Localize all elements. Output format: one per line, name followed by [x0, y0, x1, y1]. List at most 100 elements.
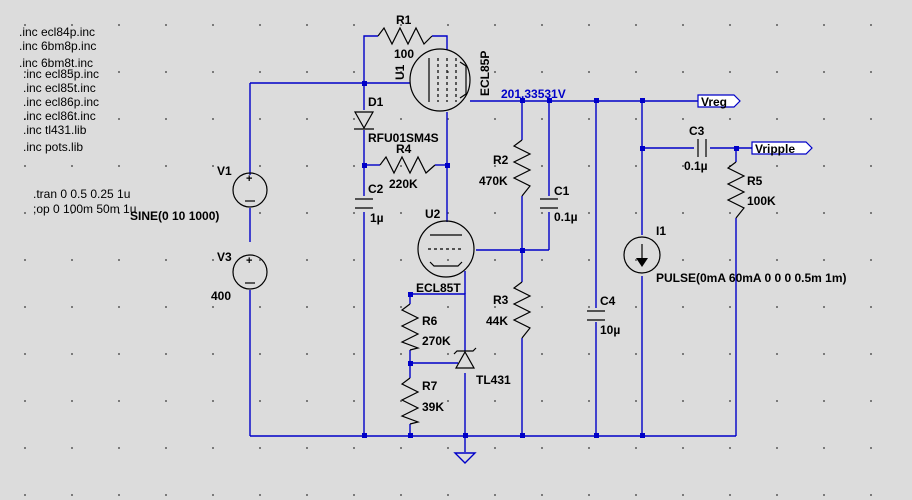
grid-dot	[823, 306, 825, 308]
grid-dot	[447, 259, 449, 261]
r5-name: R5	[747, 174, 763, 188]
grid-dot	[447, 447, 449, 449]
grid-dot	[588, 447, 590, 449]
grid-dot	[353, 353, 355, 355]
capacitor-c2[interactable]: C2 1µ	[355, 182, 384, 225]
c1-value: 0.1µ	[554, 210, 578, 224]
grid-dot	[118, 353, 120, 355]
grid-dot	[24, 400, 26, 402]
tube-u1[interactable]: U1 ECL85P	[393, 48, 492, 112]
grid-dot	[682, 400, 684, 402]
grid-dot	[165, 118, 167, 120]
r3-name: R3	[493, 293, 509, 307]
grid-dot	[71, 400, 73, 402]
grid-dot	[870, 118, 872, 120]
c3-name: C3	[689, 124, 705, 138]
source-v1[interactable]: + V1 SINE(0 10 1000)	[130, 164, 268, 223]
tube-u2[interactable]: U2 ECL85T	[416, 207, 475, 295]
grid-dot	[635, 24, 637, 26]
grid-dot	[870, 71, 872, 73]
grid-dot	[776, 447, 778, 449]
grid-dot	[870, 400, 872, 402]
grid-dot	[212, 24, 214, 26]
grid-dot	[353, 24, 355, 26]
grid-dot	[118, 306, 120, 308]
resistor-r2[interactable]: R2 470K	[479, 139, 532, 197]
grid-dot	[306, 353, 308, 355]
grid-dot	[635, 447, 637, 449]
c4-name: C4	[600, 294, 616, 308]
grid-dot	[400, 259, 402, 261]
grid-dot	[682, 306, 684, 308]
d1-name: D1	[368, 95, 384, 109]
grid-dot	[729, 71, 731, 73]
r3-value: 44K	[486, 314, 508, 328]
grid-dot	[24, 259, 26, 261]
grid-dot	[259, 400, 261, 402]
grid-dot	[400, 212, 402, 214]
net-label-vripple[interactable]: Vripple	[751, 141, 813, 156]
grid-dot	[71, 24, 73, 26]
u2-name: U2	[425, 207, 441, 221]
grid-dot	[870, 306, 872, 308]
grid-dot	[118, 400, 120, 402]
grid-dot	[165, 400, 167, 402]
capacitor-c3[interactable]: C3 0.1µ	[684, 124, 708, 173]
grid-dot	[776, 306, 778, 308]
grid-dot	[635, 400, 637, 402]
net-label-vreg[interactable]: Vreg	[697, 94, 741, 109]
grid-dot	[588, 165, 590, 167]
grid-dot	[259, 447, 261, 449]
grid-dot	[306, 259, 308, 261]
resistor-r7[interactable]: R7 39K	[400, 377, 444, 425]
shunt-regulator-tl431[interactable]: TL431	[453, 347, 511, 387]
grid-dot	[447, 212, 449, 214]
grid-dot	[447, 118, 449, 120]
grid-dot	[71, 212, 73, 214]
resistor-r4[interactable]: R4 220K	[379, 142, 436, 191]
resistor-r5[interactable]: R5 100K	[726, 161, 776, 219]
svg-text:+: +	[246, 173, 252, 185]
capacitor-c1[interactable]: C1 0.1µ	[540, 184, 578, 224]
include-directive: .inc ecl85t.inc	[23, 81, 96, 95]
grid-dot	[71, 118, 73, 120]
resistor-r3[interactable]: R3 44K	[486, 281, 532, 339]
grid-dot	[494, 212, 496, 214]
source-v3[interactable]: + V3 400	[211, 250, 268, 303]
grid-dot	[353, 212, 355, 214]
grid-dot	[165, 24, 167, 26]
grid-dot	[118, 212, 120, 214]
grid-dot	[212, 212, 214, 214]
grid-dot	[541, 494, 543, 496]
grid-dot	[729, 400, 731, 402]
include-directive: .inc pots.lib	[23, 140, 83, 154]
include-directive: .inc ecl84p.inc	[19, 25, 95, 39]
grid-dot	[588, 212, 590, 214]
v1-name: V1	[217, 164, 232, 178]
grid-dot	[635, 212, 637, 214]
diode-d1[interactable]: D1 RFU01SM4S	[353, 95, 439, 145]
grid-dot	[400, 353, 402, 355]
resistor-r1[interactable]: R1 100	[377, 13, 433, 61]
grid-dot	[729, 447, 731, 449]
current-source-i1[interactable]: I1 PULSE(0mA 60mA 0 0 0 0.5m 1m)	[623, 224, 847, 285]
grid-dot	[729, 118, 731, 120]
capacitor-c4[interactable]: C4 10µ	[587, 294, 620, 337]
grid-dot	[494, 71, 496, 73]
grid-dot	[400, 400, 402, 402]
grid-dot	[259, 165, 261, 167]
grid-dot	[259, 212, 261, 214]
r5-value: 100K	[747, 194, 776, 208]
grid-dot	[823, 400, 825, 402]
grid-dot	[165, 353, 167, 355]
grid-dot	[823, 447, 825, 449]
r4-name: R4	[396, 142, 412, 156]
junction-dots	[362, 81, 739, 438]
v3-name: V3	[217, 250, 232, 264]
grid-dot	[541, 259, 543, 261]
resistor-r6[interactable]: R6 270K	[400, 303, 451, 351]
grid-dots	[24, 24, 872, 496]
grid-dot	[118, 447, 120, 449]
grid-dot	[353, 259, 355, 261]
